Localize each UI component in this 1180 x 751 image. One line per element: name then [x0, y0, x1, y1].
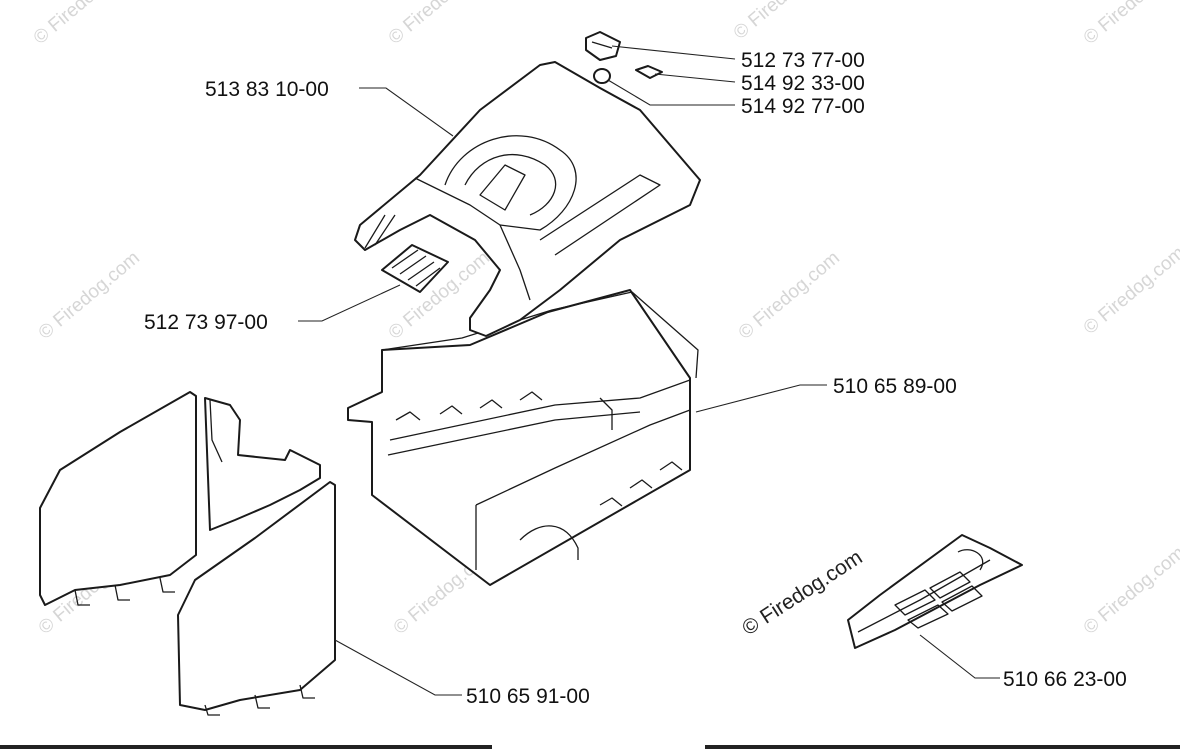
part-label-deflector: 510 66 23-00 [1003, 668, 1127, 691]
watermark-text: © Firedog.com [35, 247, 144, 343]
watermark-text: © Firedog.com [1080, 0, 1180, 49]
part-label-lid: 513 83 10-00 [205, 78, 329, 101]
part-label-pad: 514 92 33-00 [741, 72, 865, 95]
part-label-ring: 514 92 77-00 [741, 95, 865, 118]
deflector-drawing [847, 534, 1023, 649]
ring-drawing [593, 68, 611, 84]
watermark-text: © Firedog.com [385, 0, 494, 49]
bottom-rule-right [705, 745, 1180, 749]
watermark-text: © Firedog.com [30, 0, 139, 49]
watermark-text: © Firedog.com [730, 0, 839, 44]
watermark-text: © Firedog.com [735, 247, 844, 343]
lid-drawing [354, 61, 701, 337]
bottom-rule-left [0, 745, 492, 749]
leader-lines [298, 45, 1000, 696]
side-panels-drawing [39, 391, 336, 716]
part-label-latch: 512 73 77-00 [741, 49, 865, 72]
pad-drawing [635, 65, 663, 79]
handle-grip-drawing [381, 244, 449, 293]
part-label-basket: 510 65 89-00 [833, 375, 957, 398]
watermark-text: © Firedog.com [1080, 542, 1180, 638]
latch-drawing [585, 31, 621, 61]
watermark-main-text: © Firedog.com [738, 546, 866, 640]
watermark-text: © Firedog.com [1080, 242, 1180, 338]
part-label-side-panels: 510 65 91-00 [466, 685, 590, 708]
part-label-handle-grip: 512 73 97-00 [144, 311, 268, 334]
basket-drawing [347, 289, 699, 586]
